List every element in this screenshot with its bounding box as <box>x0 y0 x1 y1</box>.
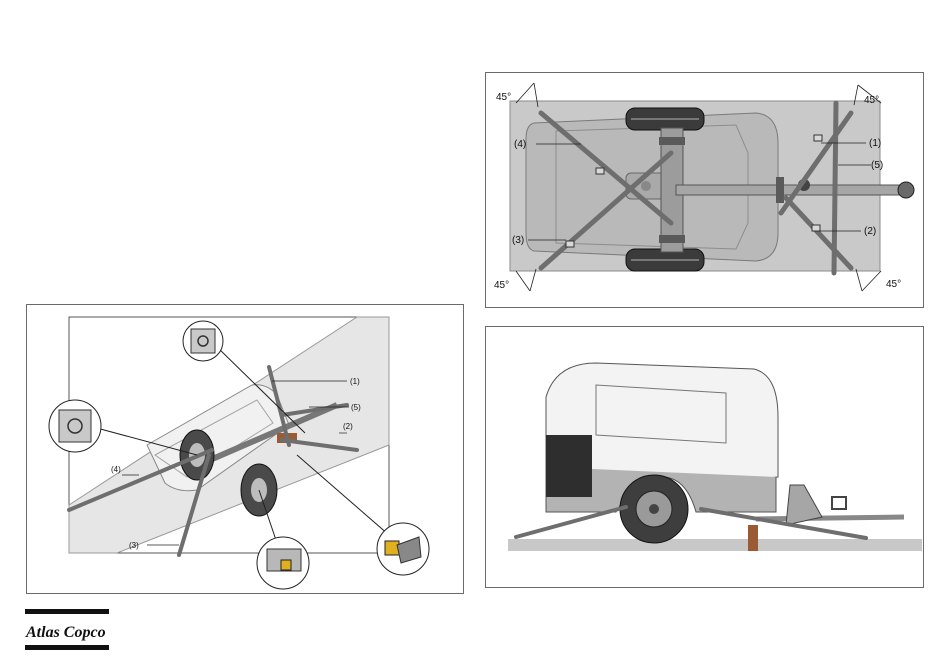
drawbar <box>676 185 901 195</box>
callout-4: (4) <box>111 465 121 474</box>
callout-4: (4) <box>514 139 526 150</box>
side-view-panel <box>485 326 924 588</box>
callout-1: (1) <box>869 138 881 149</box>
callout-5: (5) <box>351 403 361 412</box>
logo-text: Atlas Copco <box>25 624 106 641</box>
callout-2: (2) <box>864 226 876 237</box>
top-view-diagram: 45° 45° 45° 45° (4) (3) (1) (5) (2) <box>486 73 923 307</box>
panel-dark <box>546 435 592 497</box>
angle-label: 45° <box>864 95 879 106</box>
callout-5: (5) <box>871 160 883 171</box>
callout-3: (3) <box>512 235 524 246</box>
angle-label: 45° <box>496 92 511 103</box>
perspective-view-panel: (1) (5) (2) (4) (3) <box>26 304 464 594</box>
ground <box>508 539 922 551</box>
side-view-diagram <box>486 327 923 587</box>
atlas-copco-logo: Atlas Copco <box>25 609 111 651</box>
towing-eye <box>898 182 914 198</box>
perspective-view-diagram: (1) (5) (2) (4) (3) <box>27 305 463 593</box>
top-view-panel: 45° 45° 45° 45° (4) (3) (1) (5) (2) <box>485 72 924 308</box>
angle-label: 45° <box>886 279 901 290</box>
angle-label: 45° <box>494 280 509 291</box>
callout-2: (2) <box>343 422 353 431</box>
wood-block <box>748 525 758 551</box>
callout-1: (1) <box>350 377 360 386</box>
callout-3: (3) <box>129 541 139 550</box>
